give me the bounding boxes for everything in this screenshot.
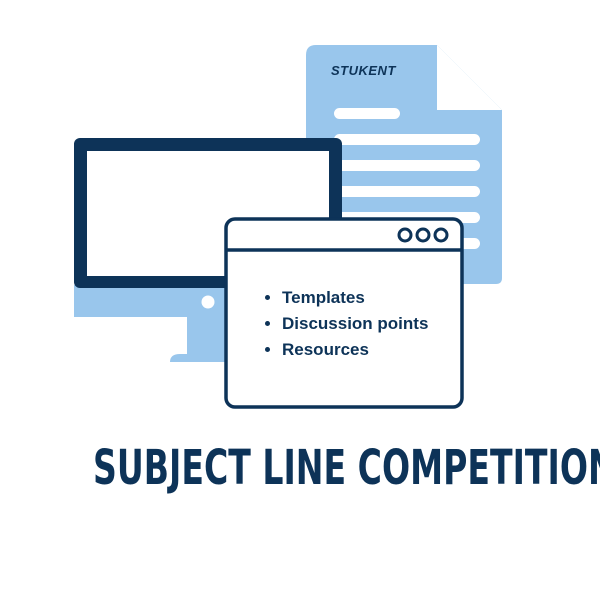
window-dot-icon (415, 227, 431, 243)
list-item: Resources (282, 337, 428, 363)
window-dot-icon (433, 227, 449, 243)
page-title: SUBJECT LINE COMPETITION (93, 440, 600, 496)
bullet-list: Templates Discussion points Resources (262, 285, 428, 363)
monitor-stand (170, 317, 230, 362)
window-dot-icon (397, 227, 413, 243)
document-logo: STUKENT (331, 63, 396, 78)
list-item: Templates (282, 285, 428, 311)
list-item: Discussion points (282, 311, 428, 337)
browser-window-icon (224, 217, 464, 409)
illustration (74, 45, 502, 409)
power-button-icon (201, 295, 215, 309)
